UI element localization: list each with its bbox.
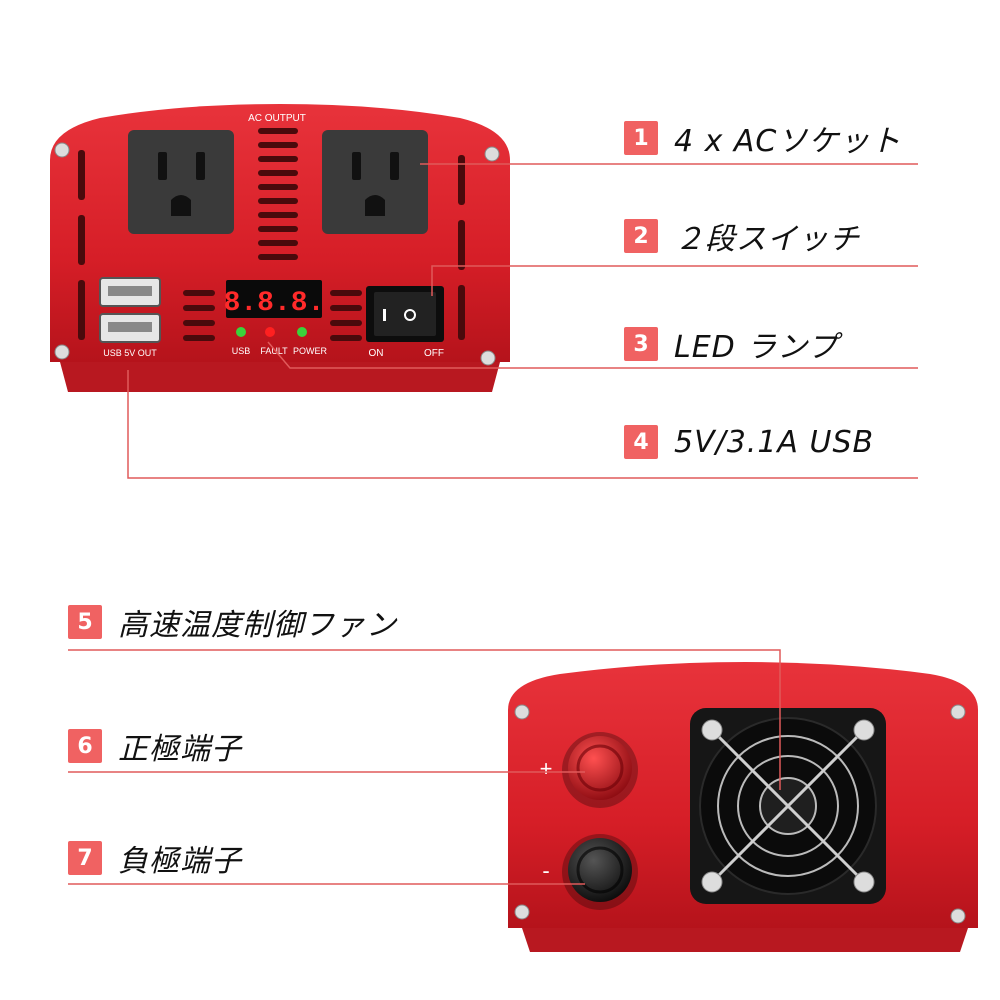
ac-socket-icon [128, 130, 234, 234]
feature-label-5: 5 高速温度制御ファン [68, 602, 397, 643]
negative-terminal-icon [562, 834, 638, 910]
feature-number: 7 [68, 841, 102, 875]
feature-text: 4 x ACソケット [674, 124, 902, 159]
led-display [226, 280, 322, 318]
feature-text: 負極端子 [118, 844, 242, 879]
screw-icon [54, 142, 500, 366]
feature-label-4: 4 5V/3.1A USB [624, 422, 874, 462]
feature-label-7: 7 負極端子 [68, 838, 242, 879]
inverter-front-panel: AC OUTPUT USB 5V OUT 8.8.8. [50, 104, 510, 392]
feature-text: 正極端子 [118, 732, 242, 767]
feature-text: 5V/3.1A USB [674, 424, 875, 460]
led-display-digits: 8.8.8. [224, 288, 325, 319]
led-label-usb: USB [232, 346, 251, 356]
positive-terminal-icon [562, 732, 638, 808]
feature-number: 3 [624, 327, 658, 361]
rocker-switch-icon [366, 286, 444, 342]
feature-number: 1 [624, 121, 658, 155]
feature-number: 4 [624, 425, 658, 459]
feature-number: 5 [68, 605, 102, 639]
screw-icon [514, 704, 966, 924]
feature-number: 2 [624, 219, 658, 253]
feature-number: 6 [68, 729, 102, 763]
feature-label-2: 2 ２段スイッチ [624, 216, 860, 257]
feature-label-6: 6 正極端子 [68, 726, 242, 767]
feature-label-3: 3 LED ランプ [624, 324, 839, 365]
switch-off-label: OFF [424, 348, 444, 359]
feature-text: ２段スイッチ [674, 222, 860, 257]
usb-port-icon [99, 313, 161, 343]
usb-output-label: USB 5V OUT [103, 348, 157, 358]
feature-label-1: 1 4 x ACソケット [624, 118, 902, 159]
negative-sign: - [542, 858, 549, 883]
usb-port-icon [99, 277, 161, 307]
led-label-fault: FAULT [260, 346, 288, 356]
led-label-power: POWER [293, 346, 328, 356]
ac-socket-icon [322, 130, 428, 234]
positive-sign: + [540, 756, 553, 781]
inverter-back-panel: + - [508, 662, 978, 952]
cooling-fan-icon [690, 708, 886, 904]
feature-text: 高速温度制御ファン [118, 608, 397, 643]
ac-output-label: AC OUTPUT [248, 113, 306, 124]
switch-on-label: ON [369, 348, 384, 359]
led-icon [236, 327, 307, 337]
feature-text: LED ランプ [674, 330, 839, 365]
